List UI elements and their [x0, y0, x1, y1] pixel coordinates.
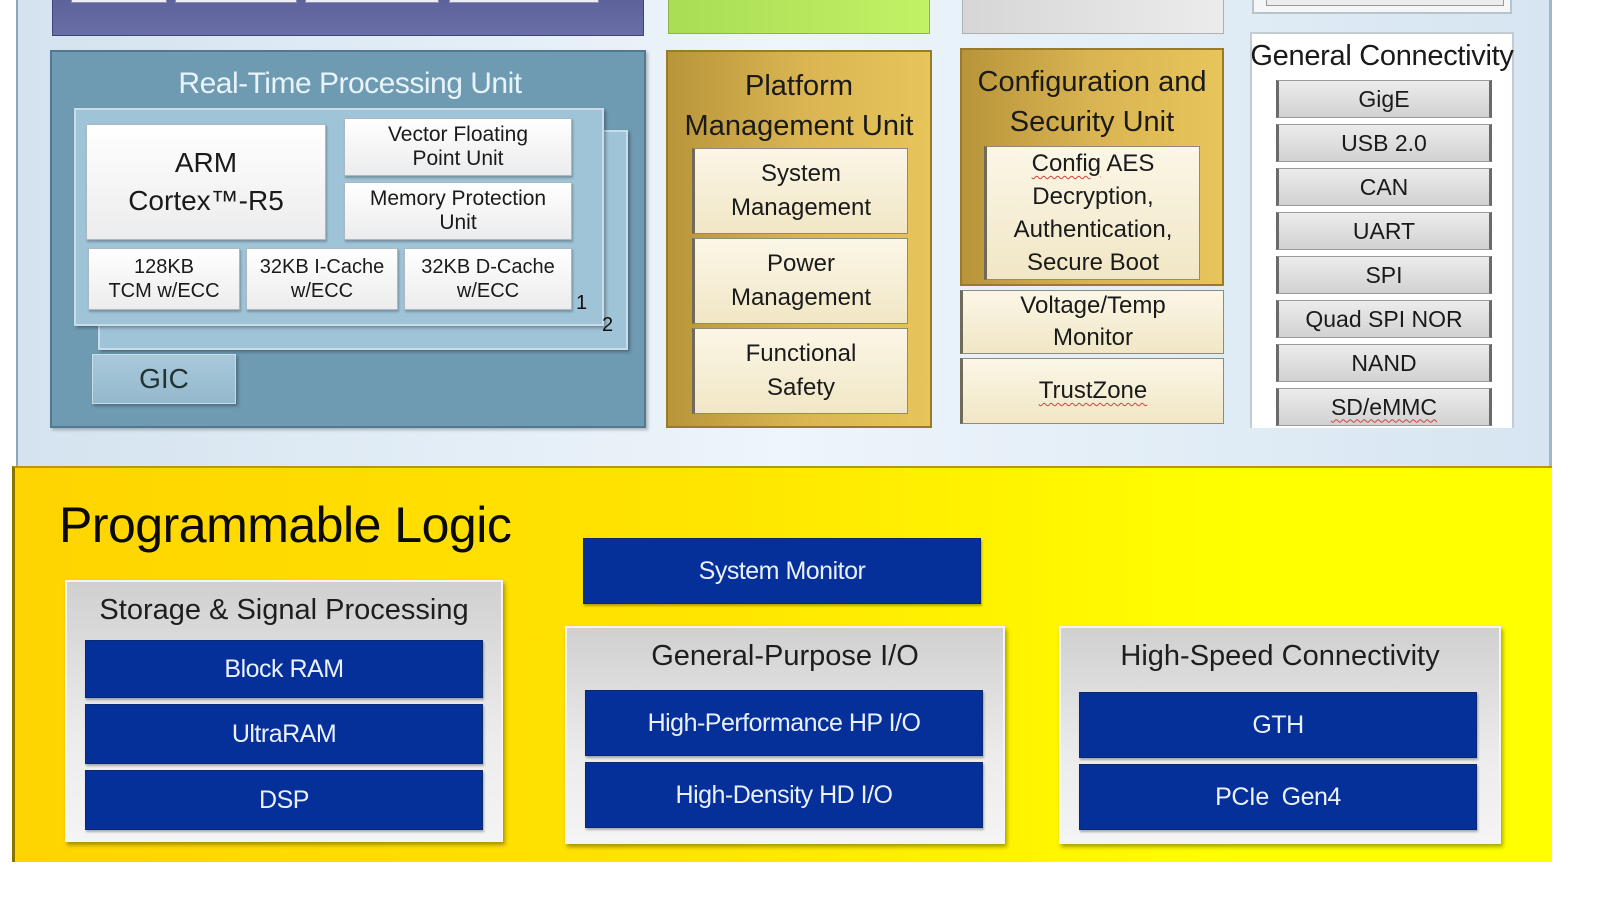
storage-signal-processing-panel: Storage & Signal Processing Block RAM Ul…: [65, 580, 503, 842]
system-monitor-block: System Monitor: [583, 538, 981, 604]
core-2-number: 2: [602, 314, 614, 336]
csu-title-line1: Configuration and: [977, 66, 1207, 98]
rpu-title: Real-Time Processing Unit: [178, 67, 522, 100]
gc-item-nand: NAND: [1276, 344, 1492, 382]
gth-block: GTH: [1079, 692, 1477, 758]
aes-config-word: Config: [1031, 150, 1101, 177]
cortex-label: Cortex™-R5: [128, 185, 284, 216]
i-cache-block: 32KB I-Cache w/ECC: [246, 248, 398, 310]
tcm-label-line1: 128KB: [133, 256, 195, 278]
sd-emmc-label: SD/eMMC: [1330, 393, 1438, 420]
apu-core-block: [175, 0, 297, 3]
general-connectivity-title: General Connectivity: [1250, 40, 1514, 72]
aes-suffix: AES: [1101, 150, 1155, 177]
pcie-gen4-block: PCIe Gen4: [1079, 764, 1477, 830]
aes-line: Config AES: [1014, 147, 1173, 180]
general-purpose-io-panel: General-Purpose I/O High-Performance HP …: [565, 626, 1005, 844]
vfpu-label-line2: Point Unit: [412, 147, 504, 170]
pmu-item-label: Functional: [745, 340, 857, 367]
ultraram-block: UltraRAM: [85, 704, 483, 764]
programmable-logic-panel: Programmable Logic Storage & Signal Proc…: [12, 466, 1552, 862]
vfpu-label-line1: Vector Floating: [387, 123, 529, 146]
trustzone-label: TrustZone: [1038, 377, 1148, 404]
pmu-item-label: Power: [766, 250, 836, 277]
functional-safety-block: Functional Safety: [692, 328, 908, 414]
gic-block: GIC: [92, 354, 236, 404]
pmu-item-label: System: [760, 160, 841, 187]
tcm-block: 128KB TCM w/ECC: [88, 248, 240, 310]
gc-item-sd-emmc: SD/eMMC: [1276, 388, 1492, 426]
block-ram-block: Block RAM: [85, 640, 483, 698]
config-aes-block: Config AES Decryption, Authentication, S…: [984, 146, 1200, 280]
icache-label-line2: w/ECC: [290, 280, 354, 302]
pmu-title-line2: Management Unit: [684, 110, 914, 142]
dcache-label-line2: w/ECC: [456, 280, 520, 302]
trustzone-block: TrustZone: [960, 358, 1224, 424]
memory-block: [962, 0, 1224, 34]
gc-item-can: CAN: [1276, 168, 1492, 206]
d-cache-block: 32KB D-Cache w/ECC: [404, 248, 572, 310]
pmu-item-label: Management: [730, 284, 872, 311]
aes-line: Authentication,: [1013, 216, 1173, 243]
dsp-block: DSP: [85, 770, 483, 830]
apu-core-block: [449, 0, 599, 3]
core-1-number: 1: [576, 292, 588, 314]
real-time-processing-unit: Real-Time Processing Unit ARM Cortex™-R5…: [50, 50, 646, 428]
high-speed-connectivity-panel: High-Speed Connectivity GTH PCIe Gen4: [1059, 626, 1501, 844]
vector-floating-point-unit-block: Vector Floating Point Unit: [344, 118, 572, 176]
storage-signal-title: Storage & Signal Processing: [99, 594, 469, 626]
aes-line: Decryption,: [1032, 183, 1154, 210]
csu-title: Configuration and Security Unit: [962, 62, 1222, 142]
programmable-logic-title: Programmable Logic: [59, 497, 512, 553]
high-speed-title: High-Speed Connectivity: [1120, 640, 1440, 672]
mpu-label-line2: Unit: [439, 211, 477, 234]
application-processing-unit-block: [52, 0, 644, 36]
dcache-label-line1: 32KB D-Cache: [421, 256, 555, 278]
apu-core-block: [71, 0, 167, 3]
gc-item-quad-spi: Quad SPI NOR: [1276, 300, 1492, 338]
pmu-title: Platform Management Unit: [668, 66, 930, 146]
system-management-block: System Management: [692, 148, 908, 234]
gc-item-uart: UART: [1276, 212, 1492, 250]
pmu-item-label: Safety: [766, 374, 836, 401]
gpio-title: General-Purpose I/O: [651, 640, 919, 672]
vt-label-line2: Monitor: [1052, 324, 1134, 351]
platform-management-unit: Platform Management Unit System Manageme…: [666, 50, 932, 428]
general-connectivity-panel: General Connectivity GigE USB 2.0 CAN UA…: [1250, 32, 1514, 428]
arm-cortex-r5-block: ARM Cortex™-R5: [86, 124, 326, 240]
aes-line: Secure Boot: [1026, 249, 1160, 276]
memory-protection-unit-block: Memory Protection Unit: [344, 182, 572, 240]
gc-item-gige: GigE: [1276, 80, 1492, 118]
pmu-item-label: Management: [730, 194, 872, 221]
pmu-title-line1: Platform: [745, 70, 853, 102]
csu-title-line2: Security Unit: [1009, 106, 1175, 138]
vt-label-line1: Voltage/Temp: [1020, 292, 1166, 319]
gc-item-spi: SPI: [1276, 256, 1492, 294]
tcm-label-line2: TCM w/ECC: [108, 280, 220, 302]
hd-io-block: High-Density HD I/O: [585, 762, 983, 828]
graphics-processing-unit-block: [668, 0, 930, 34]
power-management-block: Power Management: [692, 238, 908, 324]
apu-core-block: [305, 0, 439, 3]
hp-io-block: High-Performance HP I/O: [585, 690, 983, 756]
connectivity-top-item: [1266, 0, 1504, 6]
arm-label: ARM: [174, 147, 238, 178]
mpu-label-line1: Memory Protection: [369, 187, 547, 210]
voltage-temp-monitor-block: Voltage/Temp Monitor: [960, 290, 1224, 354]
gc-item-usb: USB 2.0: [1276, 124, 1492, 162]
icache-label-line1: 32KB I-Cache: [259, 256, 385, 278]
configuration-security-unit: Configuration and Security Unit Config A…: [960, 48, 1224, 286]
